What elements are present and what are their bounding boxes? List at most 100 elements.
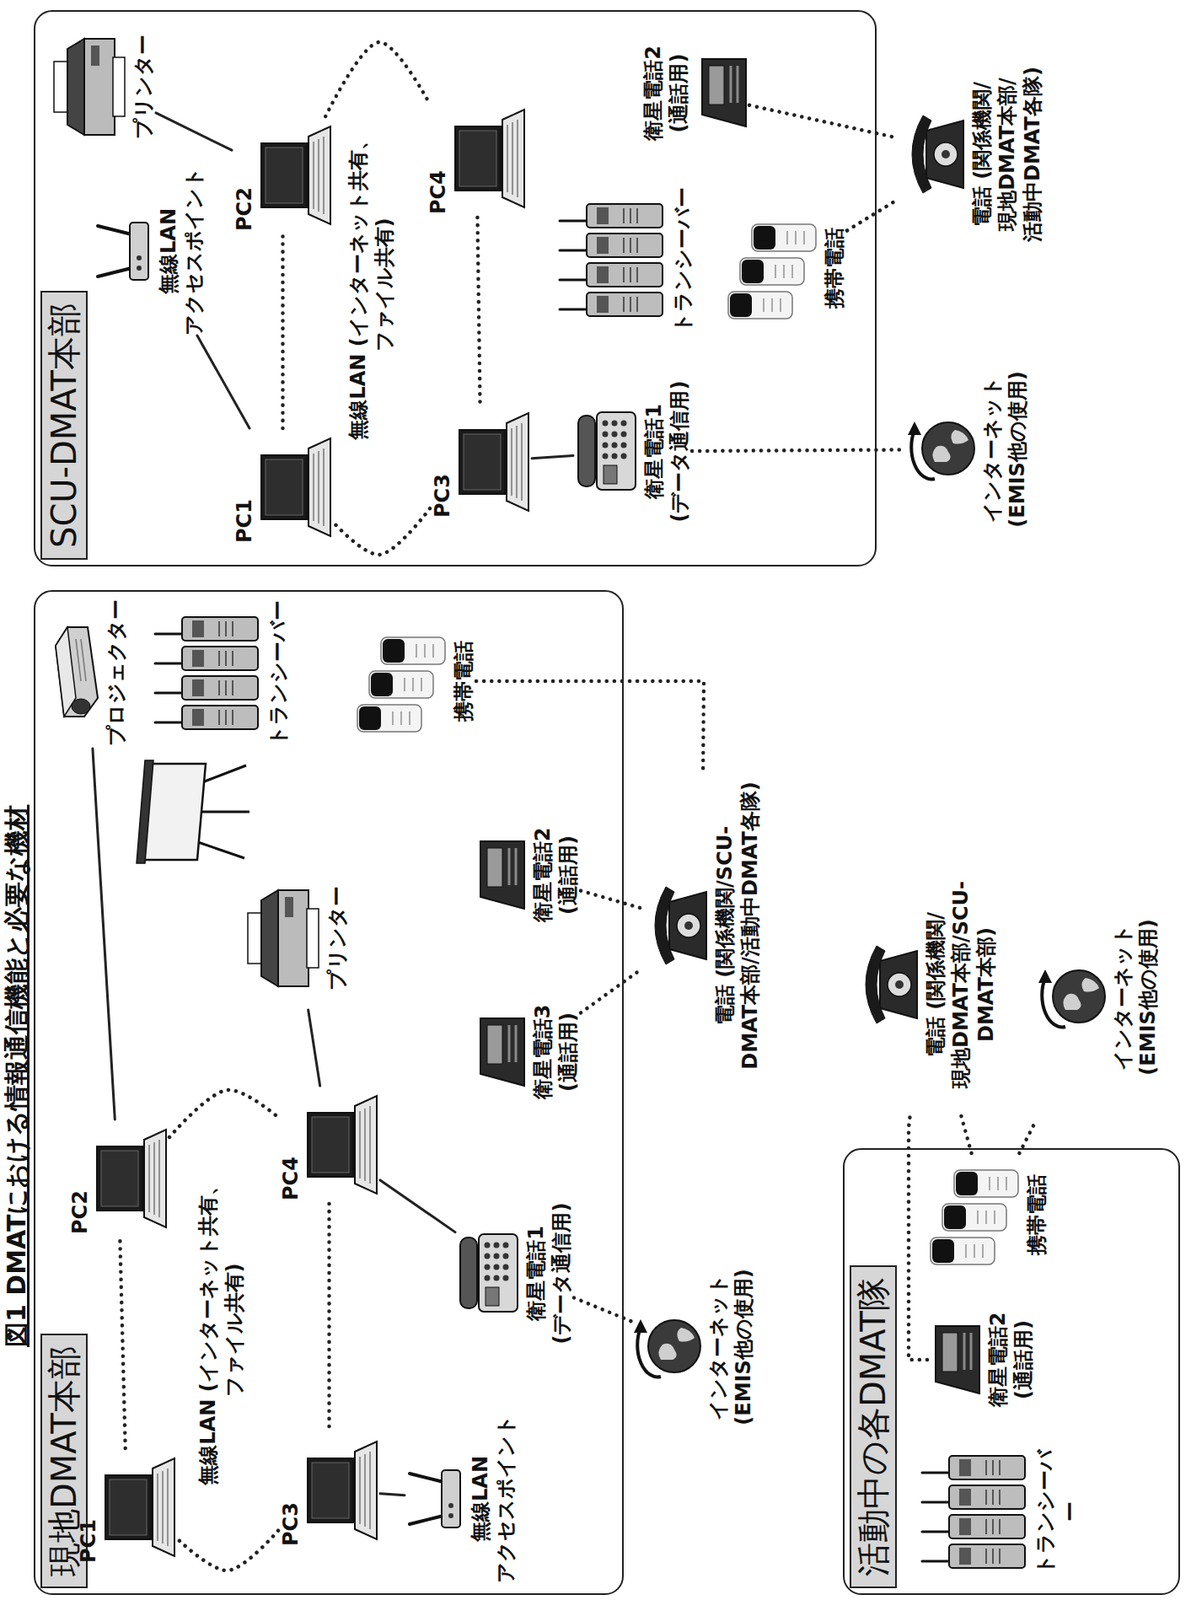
phone-keys: [509, 847, 516, 886]
laptop-screen: [455, 126, 501, 191]
radio-antenna: [559, 249, 591, 253]
globe-body: [648, 1319, 701, 1373]
device-node: 携帯電話: [354, 605, 477, 757]
mobile-top: [944, 1206, 966, 1230]
printer-top: [67, 38, 85, 135]
phone-handset: [654, 886, 675, 965]
radio-screen: [959, 1459, 972, 1476]
radio-grill: [623, 237, 638, 253]
dotted-link: [280, 234, 285, 429]
radio-body: [586, 233, 663, 258]
device-node: 無線LAN アクセスポイント: [92, 166, 207, 336]
cable-link: [155, 112, 232, 151]
phone-keys: [509, 1024, 516, 1063]
radio-antenna: [559, 219, 591, 223]
device-label: インターネット (EMIS他の使用): [705, 1212, 757, 1482]
projector-vent: [75, 638, 86, 682]
laptop-base: [308, 126, 331, 225]
router-body: [129, 222, 149, 280]
keypad-key: [602, 420, 609, 427]
mobile-top: [753, 225, 776, 250]
keypad-key: [503, 1264, 510, 1271]
radio-grill: [219, 680, 233, 696]
panel-heading: 活動中の各DMAT隊: [849, 1265, 897, 1588]
laptop-screen: [459, 429, 505, 494]
globe-body: [922, 422, 975, 475]
antenna: [409, 1515, 444, 1524]
laptop-icon: [259, 436, 334, 538]
laptop-keys: [149, 1139, 160, 1218]
radios-icon: [556, 196, 668, 323]
globe-arrowhead: [1038, 969, 1052, 983]
laptop-icon: [453, 107, 528, 210]
radio-antenna: [559, 308, 591, 312]
device-label: インターネット (EMIS他の使用): [979, 335, 1031, 564]
figure-title-box: 図1 DMATにおける情報通信機能と必要な機材: [0, 804, 35, 1347]
mobile-top: [729, 293, 752, 317]
network-note: 無線LAN (インターネット共有、ファイル共有): [345, 103, 398, 467]
phone-base: [669, 891, 707, 960]
radio-body: [586, 292, 663, 317]
device-node: PC4: [425, 99, 528, 218]
phone-dial-center: [684, 921, 693, 930]
mobiles-icon: [724, 212, 820, 324]
device-label: PC4: [278, 1156, 304, 1201]
mobile-top: [741, 259, 764, 284]
device-label: PC1: [231, 498, 258, 543]
laptop-keys: [313, 136, 324, 215]
cable-link: [380, 1493, 405, 1496]
radio-screen: [596, 207, 609, 225]
dotted-link: [960, 1110, 972, 1154]
laptop-screen: [261, 143, 307, 208]
keypad-key: [493, 1264, 500, 1271]
globe-icon: [906, 411, 977, 488]
phone-screen: [485, 1287, 499, 1307]
dotted-link: [325, 42, 428, 117]
device-node: トランシーバー: [918, 1439, 1084, 1583]
dotted-link: [477, 217, 480, 403]
mobiles-icon: [354, 625, 449, 737]
cable-link: [308, 1009, 321, 1086]
keypad-key: [611, 420, 618, 427]
radio-grill: [219, 709, 233, 725]
mobile-top: [955, 1172, 978, 1197]
group-panel: SCU-DMAT本部無線LAN アクセスポイントPC1PC2プリンターPC3PC…: [33, 10, 877, 567]
phone-body: [478, 1234, 518, 1313]
laptop-base: [502, 109, 525, 208]
mobile-keys: [392, 711, 410, 725]
keypad-key: [602, 453, 609, 460]
laptop-icon: [305, 1094, 381, 1196]
ap-icon: [404, 1456, 466, 1541]
deskphone-icon: [640, 881, 710, 970]
laptop-keys: [359, 1105, 371, 1184]
globe-land: [658, 1327, 695, 1360]
laptop-base: [354, 1441, 377, 1540]
dotted-link: [177, 1530, 279, 1571]
laptop-display: [311, 1116, 349, 1173]
device-node: 衛星電話2 (通話用): [472, 799, 581, 951]
phone-base: [926, 120, 964, 188]
mobile-body: [954, 1170, 1019, 1198]
mobile-top: [359, 706, 381, 730]
keypad-key: [621, 420, 628, 427]
printer-body: [84, 38, 115, 135]
radio-antenna: [922, 1560, 953, 1563]
device-node: 衛星電話2 (通話用): [927, 1287, 1036, 1432]
dotted-link: [119, 1237, 125, 1449]
laptop-base: [152, 1458, 175, 1556]
device-node: プリンター: [244, 866, 350, 1010]
radio-body: [586, 262, 663, 287]
satCall-icon: [472, 1013, 528, 1091]
device-node: 衛星電話2 (通話用): [640, 19, 750, 167]
keypad-key: [503, 1275, 510, 1282]
globe-body: [1052, 970, 1106, 1023]
cable-link: [380, 1180, 456, 1233]
laptop-icon: [305, 1439, 381, 1541]
phone-screen: [708, 66, 725, 106]
radio-antenna: [155, 692, 186, 695]
laptop-keys: [359, 1451, 371, 1529]
mobile-body: [728, 291, 793, 319]
device-label: 電話 (関係機関/現地DMAT本部/SCU-DMAT本部): [922, 858, 999, 1111]
phone-body: [480, 841, 525, 909]
